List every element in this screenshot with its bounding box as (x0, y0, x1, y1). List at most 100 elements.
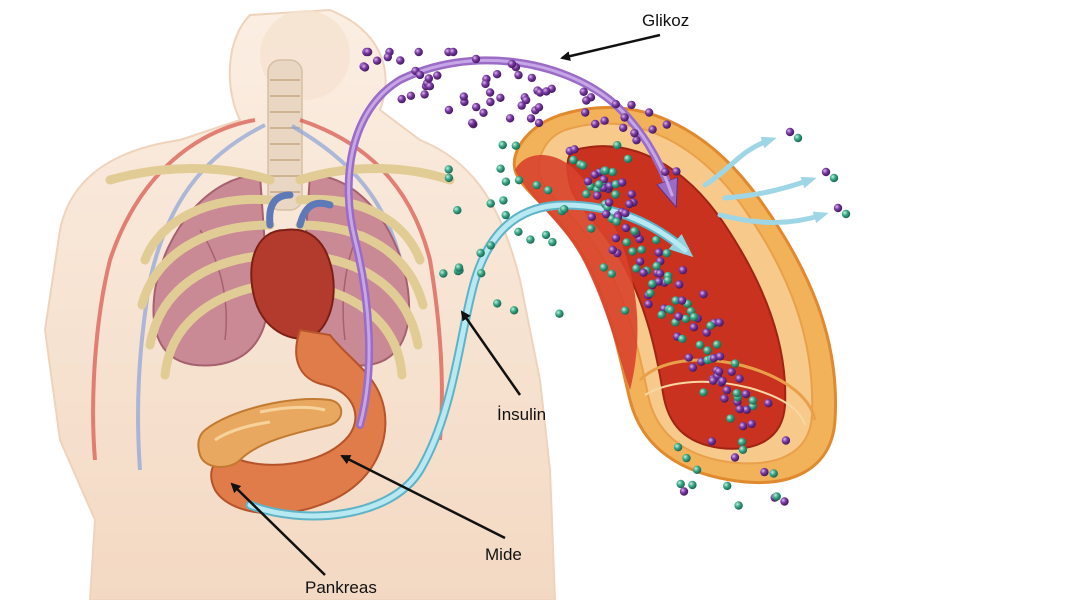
glucose-molecule (747, 419, 756, 429)
insulin-molecule (703, 346, 712, 355)
glucose-molecule (383, 52, 392, 62)
glucose-molecule (517, 101, 526, 110)
glucose-molecule (707, 437, 716, 446)
glucose-molecule (600, 116, 609, 125)
insulin-molecule (608, 167, 617, 177)
trachea (267, 59, 303, 211)
insulin-molecule (496, 164, 505, 173)
label-stomach: Mide (485, 545, 522, 564)
insulin-molecule (514, 227, 523, 236)
insulin-molecule (772, 492, 781, 501)
glucose-molecule (611, 100, 620, 109)
glucose-molecule (648, 125, 657, 134)
glucose-molecule (702, 328, 711, 337)
insulin-molecule (499, 196, 508, 205)
insulin-molecule (662, 249, 671, 258)
glucose-molecule (420, 90, 429, 99)
insulin-molecule (793, 133, 803, 143)
insulin-molecule (594, 180, 604, 189)
glucose-molecule (627, 100, 636, 110)
insulin-molecule (688, 480, 697, 490)
glucose-molecule (655, 269, 665, 278)
insulin-molecule (453, 206, 462, 215)
insulin-molecule (578, 161, 588, 170)
glucose-molecule (688, 363, 698, 372)
insulin-molecule (509, 306, 519, 315)
glucose-molecule (505, 114, 515, 123)
insulin-molecule (706, 321, 715, 330)
glucose-molecule (684, 353, 693, 362)
glucose-molecule (397, 94, 406, 104)
insulin-molecule (632, 264, 641, 273)
glucose-molecule (492, 70, 502, 79)
glucose-molecule (534, 118, 544, 128)
insulin-molecule (663, 276, 673, 285)
glucose-molecule (396, 56, 405, 65)
insulin-molecule (454, 263, 464, 272)
insulin-molecule (582, 189, 591, 199)
glucose-molecule (619, 123, 628, 132)
insulin-molecule (586, 224, 596, 233)
insulin-molecule (676, 479, 685, 489)
insulin-molecule (681, 314, 690, 324)
insulin-molecule (611, 180, 621, 189)
glucose-molecule (534, 103, 544, 112)
insulin-molecule (486, 199, 495, 208)
insulin-molecule (444, 173, 454, 183)
insulin-molecule (548, 237, 557, 247)
glucose-molecule (654, 277, 663, 286)
insulin-molecule (646, 288, 655, 298)
insulin-molecule (555, 309, 564, 318)
glucose-molecule (689, 323, 699, 332)
glucose-molecule (415, 70, 425, 80)
insulin-molecule (613, 141, 622, 150)
glucose-molecule (718, 376, 727, 386)
glucose-molecule (781, 436, 791, 445)
insulin-molecule (695, 340, 705, 350)
glucose-molecule (372, 56, 382, 65)
insulin-molecule (599, 263, 608, 272)
insulin-molecule (477, 269, 486, 278)
glucose-molecule (760, 467, 769, 477)
insulin-molecule (699, 388, 708, 397)
insulin-molecule (738, 445, 748, 454)
glucose-molecule (579, 87, 588, 97)
blood-vessel-section (512, 106, 838, 484)
glucose-molecule (514, 70, 523, 80)
glucose-molecule (414, 47, 423, 57)
insulin-molecule (726, 414, 735, 423)
insulin-molecule (737, 437, 747, 447)
glucose-molecule (742, 405, 751, 414)
glucose-molecule (581, 108, 590, 117)
glucose-molecule (591, 119, 600, 129)
glucose-molecule (677, 296, 687, 305)
cell-uptake-arrows (702, 136, 829, 225)
insulin-molecule (444, 165, 453, 174)
glucose-molecule (535, 88, 545, 97)
insulin-molecule (673, 443, 683, 452)
glucose-molecule (636, 257, 645, 266)
glucose-molecule (496, 93, 505, 103)
glucose-molecule (678, 265, 688, 275)
glucose-molecule (481, 79, 490, 89)
insulin-molecule (612, 217, 621, 226)
glucose-molecule (780, 497, 789, 506)
glucose-molecule (526, 114, 536, 123)
insulin-molecule (657, 310, 666, 319)
glucose-molecule (471, 54, 481, 64)
glucose-molecule (363, 47, 373, 57)
insulin-molecule (730, 359, 740, 368)
glucose-molecule (621, 209, 630, 218)
glucose-molecule (590, 170, 599, 179)
insulin-molecule (689, 312, 699, 322)
insulin-molecule (734, 501, 743, 510)
insulin-molecule (682, 453, 691, 463)
glucose-molecule (644, 108, 654, 117)
glucose-molecule (722, 386, 732, 395)
glucose-molecule (735, 374, 744, 383)
glucose-molecule (507, 59, 517, 69)
glucose-molecule (360, 63, 370, 72)
glucose-molecule (587, 212, 596, 222)
insulin-molecule (476, 248, 485, 258)
insulin-molecule (841, 209, 851, 219)
